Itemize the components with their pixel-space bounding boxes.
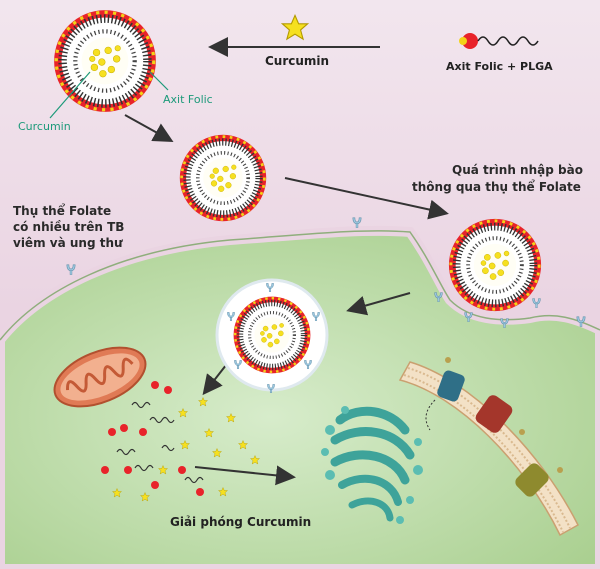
label-receptor-line3: viêm và ung thư (13, 236, 123, 250)
released-fragments (101, 381, 260, 502)
endosome (215, 278, 329, 394)
curcumin-star-icon (281, 14, 309, 40)
label-folic-plga: Axit Folic + PLGA (446, 60, 553, 73)
label-receptor-line2: có nhiều trên TB (13, 220, 125, 234)
label-uptake-line2: thông qua thụ thể Folate (412, 180, 581, 194)
label-release: Giải phóng Curcumin (170, 515, 312, 529)
label-curcumin-top: Curcumin (265, 54, 330, 68)
nanoparticle-icon (449, 219, 541, 311)
pointer-axit-folic (149, 71, 169, 91)
golgi-icon (321, 406, 423, 524)
label-curcumin-small: Curcumin (18, 120, 71, 133)
pointer-curcumin (49, 71, 91, 119)
folate-receptor-icon (66, 264, 76, 275)
nanoparticle-icon (180, 135, 266, 221)
label-axit-folic: Axit Folic (163, 93, 213, 106)
label-uptake-line1: Quá trình nhập bào (452, 163, 583, 177)
arrow-np1-to-np2 (124, 114, 174, 142)
arrow-release-out (194, 465, 296, 486)
folic-plga-molecule-icon (459, 33, 539, 49)
membrane-segment-icon (398, 357, 579, 537)
label-receptor-line1: Thụ thể Folate (13, 204, 112, 218)
arrow-endocytosis (346, 292, 411, 316)
membrane-edge (0, 230, 600, 341)
arrow-np2-to-cell (284, 177, 449, 220)
mitochondrion-icon (53, 346, 147, 408)
